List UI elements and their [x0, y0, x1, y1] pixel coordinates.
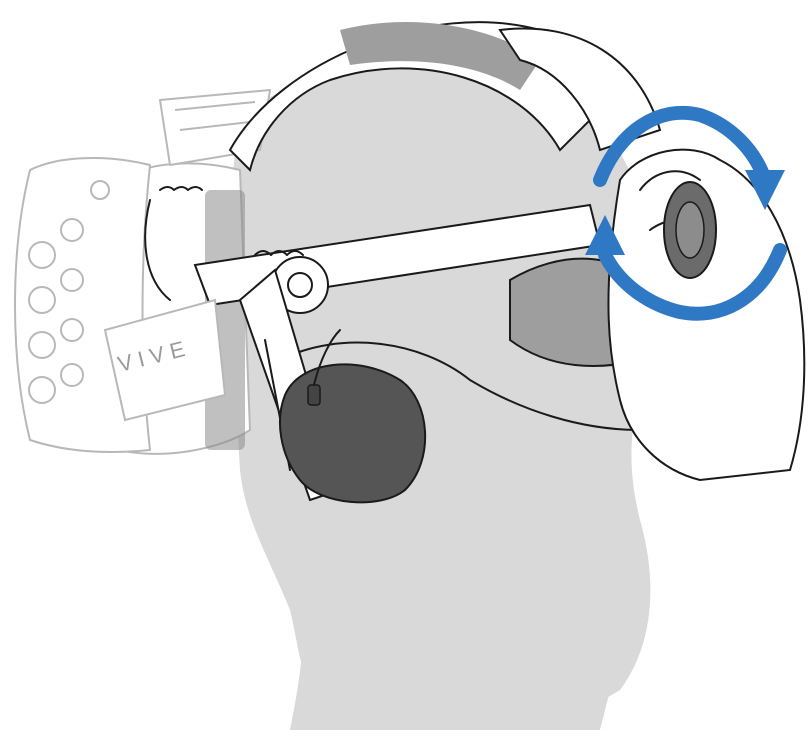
adjustment-knob [664, 182, 716, 278]
